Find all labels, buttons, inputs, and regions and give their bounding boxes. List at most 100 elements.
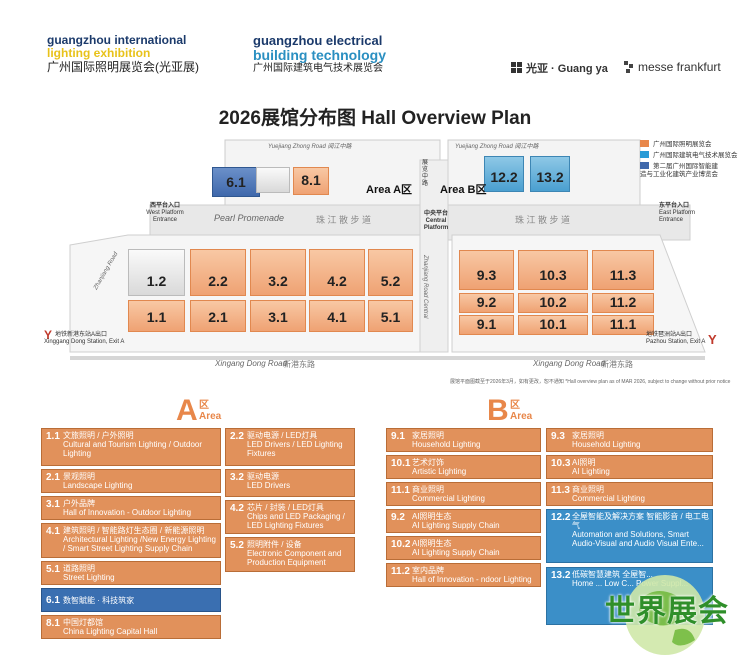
zone-zh: 室内品牌 (412, 566, 444, 575)
zone-zh: 商业照明 (572, 485, 604, 494)
zone-en: AI Lighting Supply Chain (412, 521, 500, 530)
hall-label: 8.1 (301, 172, 321, 188)
hall-label: 9.3 (476, 267, 497, 283)
legend-swatch (640, 162, 649, 169)
hall-label: 3.1 (268, 309, 288, 325)
gebt-logo: guangzhou electrical building technology… (253, 34, 386, 76)
guangya-logo: 光亚 · Guang ya (511, 60, 608, 76)
hall-11-2: 11.2 (592, 293, 654, 313)
legend-label: 广州国际照明展览会 (653, 141, 712, 148)
central-road (419, 159, 449, 353)
hall-label: 12.2 (490, 169, 518, 185)
yuejiang-road-label-b: Yuejiang Zhong Road 阅江中路 (455, 144, 539, 150)
hall-10-3: 10.3 (518, 250, 588, 290)
hall-label: 9.2 (476, 294, 497, 310)
zone-zh: AI照明生态 (412, 512, 452, 521)
zone-en: LED Drivers (247, 481, 291, 490)
gebt-logo-line3: 广州国际建筑电气技术展览会 (253, 63, 383, 74)
guangya-grid-icon (511, 62, 522, 73)
area-a-sub-en: Area (199, 411, 222, 422)
hall-2-1: 2.1 (190, 300, 246, 332)
zone-zh: 低碳智慧建筑 全屋智... (572, 570, 653, 579)
hall-4-1: 4.1 (309, 300, 365, 332)
area-a-sub: 区 Area (199, 400, 221, 422)
gie-logo-line1: guangzhou international (47, 33, 187, 47)
zone-en: Street Lighting (63, 573, 115, 582)
west-station-label: Y 地铁新港东站A出口 Xinggang Dong Station, Exit … (44, 329, 125, 346)
zone-code: 3.2 (230, 472, 244, 483)
zone-zh: 驱动电源 / LED灯具 (247, 431, 318, 440)
hall-label: 11.2 (609, 294, 637, 310)
hall-label: 5.1 (380, 309, 401, 325)
zone-code: 3.1 (46, 499, 60, 510)
east-station-en: Pazhou Station, Exit A (646, 339, 706, 345)
zone-code: 9.3 (551, 431, 565, 442)
hall-11-1: 11.1 (592, 315, 654, 335)
zone-en: Artistic Lighting (412, 467, 467, 476)
zone-code: 10.2 (391, 539, 411, 550)
yuejiang-road-label: Yuejiang Zhong Road 阅江中路 (268, 144, 352, 150)
hall-3-1: 3.1 (250, 300, 306, 332)
zone-en: Architectural Lighting /New Energy Light… (63, 535, 216, 553)
legend-item: 广州国际建筑电气技术展览会 (640, 151, 738, 160)
zone-en: Commercial Lighting (572, 494, 645, 503)
area-a-label: Area A区 (366, 184, 413, 196)
hall-label: 2.2 (208, 273, 228, 289)
zone-code: 9.1 (391, 431, 405, 442)
zone-code: 6.1 (46, 595, 60, 606)
xingang-road-zh-label: 新港东路 (283, 360, 315, 369)
hall-9-3: 9.3 (459, 250, 514, 290)
gie-logo-line2: lighting exhibition (47, 46, 151, 60)
hall-9-1: 9.1 (459, 315, 514, 335)
hall-label: 10.3 (539, 267, 567, 283)
gie-logo: guangzhou international lighting exhibit… (47, 34, 199, 74)
central-platform-zh: 中央平台 (423, 211, 448, 217)
west-station-en: Xinggang Dong Station, Exit A (44, 339, 125, 345)
xingang-road-label-b: Xingang Dong Road (533, 359, 606, 368)
hall-12-2: 12.2 (484, 156, 524, 192)
hall-label: 11.3 (609, 267, 637, 283)
hall-label: 1.1 (146, 309, 167, 325)
messe-frankfurt-logo: messe frankfurt (624, 60, 721, 74)
legend-swatch (640, 151, 649, 158)
hall-label: 10.2 (539, 294, 567, 310)
gebt-logo-line2: building technology (253, 47, 386, 63)
zone-zh: 商业照明 (412, 485, 444, 494)
area-b-letter: B (487, 394, 509, 427)
zone-code: 11.2 (391, 566, 410, 577)
hall-label: 6.1 (226, 174, 246, 190)
gebt-logo-line1: guangzhou electrical (253, 33, 383, 48)
hall-3-2: 3.2 (250, 249, 306, 296)
guangya-logo-text: 光亚 · Guang ya (526, 63, 608, 75)
west-entrance-label: 西平台入口 West Platform Entrance (140, 203, 190, 224)
zone-code: 5.2 (230, 540, 244, 551)
zone-code: 5.1 (46, 564, 60, 575)
east-station-zh: 地铁琶洲站A出口 (646, 332, 693, 338)
hall-label: 2.1 (208, 309, 228, 325)
zone-code: 10.1 (391, 458, 411, 469)
zone-code: 4.2 (230, 503, 244, 514)
zone-zh: 建筑照明 / 智能路灯生态圈 / 新能源照明 (63, 526, 205, 535)
zone-en: Automation and Solutions, Smart Audio-Vi… (572, 530, 704, 548)
zone-en: Hall of Innovation - ndoor Lighting (412, 575, 532, 584)
map-note: 展馆平面图截至于2026年3月，如有更改，恕不通知 *Hall overview… (450, 379, 731, 385)
zone-en: AI Lighting (572, 467, 610, 476)
hall-10-2: 10.2 (518, 293, 588, 313)
area-b-sub: 区 Area (510, 400, 532, 422)
pearl-promenade-label: Pearl Promenade (214, 213, 285, 223)
xingang-road-label: Xingang Dong Road (215, 359, 288, 368)
zone-code: 11.1 (391, 485, 410, 496)
